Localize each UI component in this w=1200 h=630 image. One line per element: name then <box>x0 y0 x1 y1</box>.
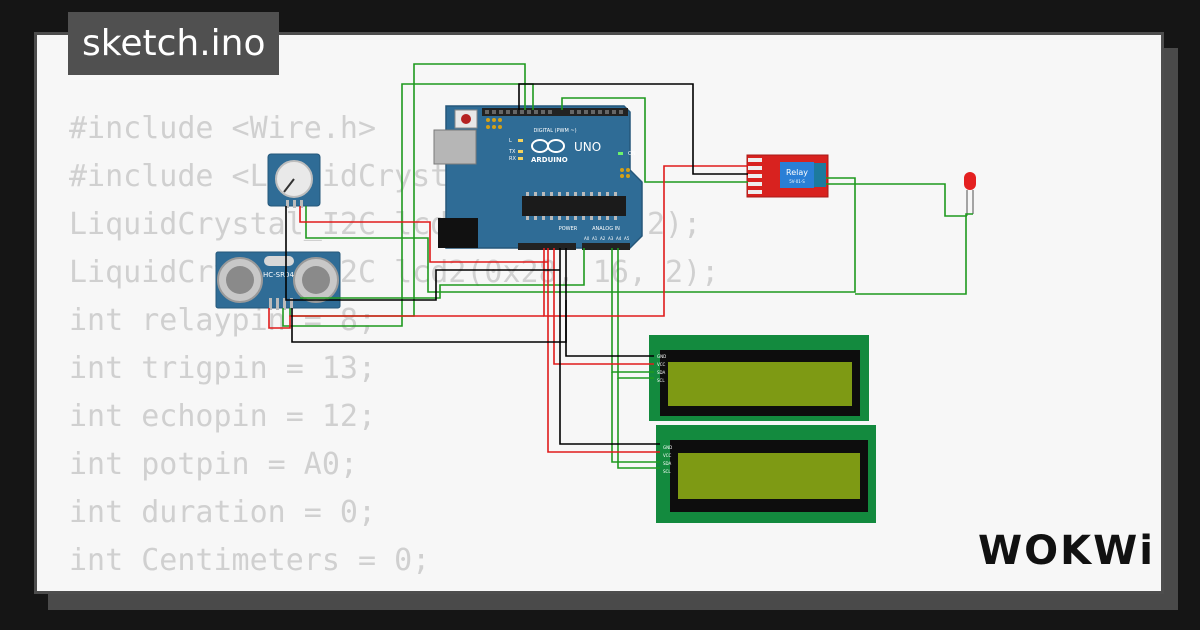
code-line: #include <Wire.h> <box>69 111 377 146</box>
usb-connector <box>433 129 477 165</box>
wire-lcd1-scl <box>617 248 654 379</box>
digital-header <box>482 108 628 116</box>
lcd1-screen <box>668 362 852 406</box>
wire-lcd1-gnd <box>565 248 654 357</box>
code-line: int trigpin = 13; <box>69 351 377 386</box>
wire-relay-gnd <box>518 83 748 175</box>
code-line: int relaypin = 8; <box>69 303 377 338</box>
wire-relay-out <box>305 177 856 293</box>
wire-pot-signal <box>300 248 585 299</box>
led-label-rx: RX <box>509 156 516 162</box>
lcd2-pin-gnd: GND <box>663 445 672 450</box>
wire-lcd2-gnd <box>559 248 660 445</box>
arduino-logo: UNO ARDUINO <box>531 139 601 164</box>
lcd2-pin-scl: SCL <box>663 469 671 474</box>
led-label-on: ON <box>628 151 636 157</box>
lcd-display-1: GND VCC SDA SCL <box>649 335 869 421</box>
file-name-tab[interactable]: sketch.ino <box>68 12 280 75</box>
led-label-l: L <box>509 138 512 144</box>
wire-pot-vcc <box>299 206 548 263</box>
relay-module: Relay 5V-01-S <box>746 154 829 198</box>
lcd1-pin-gnd: GND <box>657 354 666 359</box>
code-line: int Centimeters = 0; <box>69 543 431 578</box>
arduino-label: ARDUINO <box>531 156 568 164</box>
wires <box>268 63 973 469</box>
analog-label: ANALOG IN <box>592 226 620 232</box>
relay-sublabel: 5V-01-S <box>789 179 805 184</box>
lcd2-pin-sda: SDA <box>663 461 672 466</box>
uno-label: UNO <box>574 140 601 154</box>
lcd-display-2: GND VCC SDA SCL <box>656 425 876 523</box>
atmega-chip <box>522 196 626 216</box>
code-line: int potpin = A0; <box>69 447 358 482</box>
wire-us-vcc <box>268 308 544 329</box>
analog-header <box>582 243 630 250</box>
wire-lcd2-scl <box>617 378 660 469</box>
relay-block <box>780 162 814 188</box>
potentiometer <box>267 153 321 208</box>
relay-terminal <box>814 163 826 187</box>
wire-led-cathode <box>855 213 973 295</box>
led-label-tx: TX <box>508 149 516 155</box>
wire-us-gnd <box>291 300 567 343</box>
reset-button-cap <box>461 114 471 124</box>
wokwi-logo: WOKWi <box>978 528 1155 574</box>
pin-a2-label: A2 <box>600 236 606 241</box>
wire-relay-vcc <box>543 165 748 317</box>
pin-a1-label: A1 <box>592 236 598 241</box>
power-label: POWER <box>559 226 578 232</box>
code-line: int echopin = 12; <box>69 399 377 434</box>
pin-a0-label: A0 <box>584 236 590 241</box>
relay-label: Relay <box>786 168 808 177</box>
lcd1-pin-sda: SDA <box>657 370 666 375</box>
arduino-uno-board: DIGITAL (PWM ~) UNO ARDUINO L TX RX ON <box>433 105 643 250</box>
wire-led-anode <box>826 183 967 217</box>
code-line: int duration = 0; <box>69 495 377 530</box>
power-header <box>518 243 576 250</box>
wire-pot-gnd <box>285 206 560 301</box>
lcd1-pin-vcc: VCC <box>657 362 666 367</box>
pin-a4-label: A4 <box>616 236 622 241</box>
lcd1-pin-scl: SCL <box>657 378 665 383</box>
lcd2-screen <box>678 453 860 499</box>
red-led <box>964 172 976 216</box>
ultrasonic-label: HC-SR04 <box>263 271 294 279</box>
ultrasonic-sensor: HC-SR04 <box>215 251 341 310</box>
lcd2-pin-vcc: VCC <box>663 453 672 458</box>
wire-lcd2-sda <box>611 372 660 463</box>
wire-lcd1-vcc <box>553 248 654 365</box>
digital-label: DIGITAL (PWM ~) <box>533 128 576 134</box>
pin-a3-label: A3 <box>608 236 614 241</box>
pin-a5-label: A5 <box>624 236 630 241</box>
wire-echo <box>282 83 534 327</box>
wire-trig <box>289 63 526 317</box>
wire-relay-signal <box>561 97 748 183</box>
wire-lcd2-vcc <box>547 248 660 453</box>
power-jack <box>438 218 478 248</box>
